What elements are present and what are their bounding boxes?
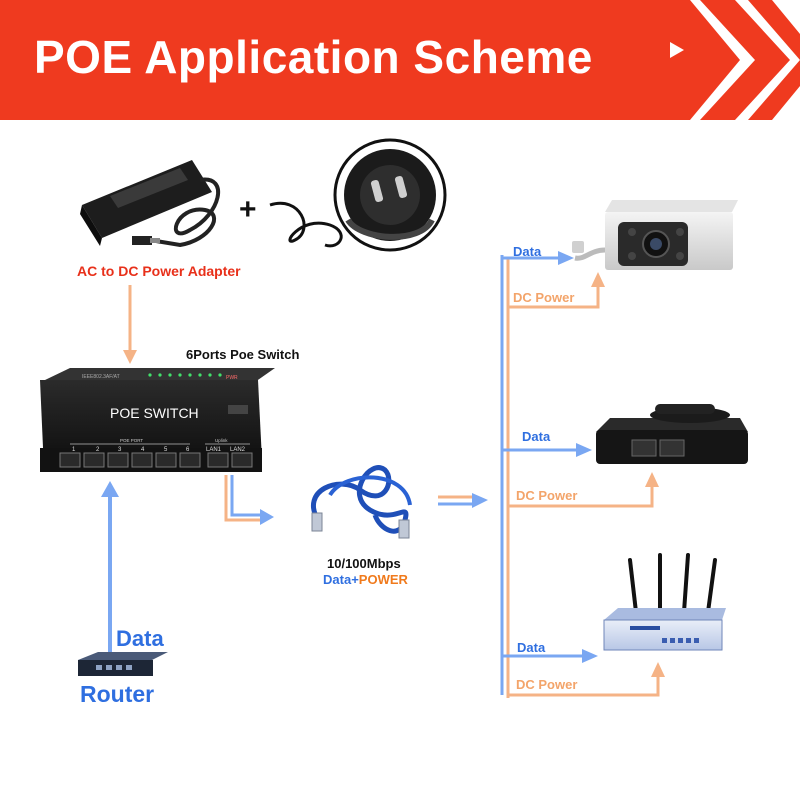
power-adapter-image	[80, 160, 220, 248]
camera-power-label: DC Power	[513, 290, 575, 305]
router-data-label: Data	[116, 626, 164, 651]
page-title: POE Application Scheme	[34, 31, 593, 83]
header-banner: POE Application Scheme	[0, 0, 800, 120]
switch-uplink-text: Uplink	[215, 438, 228, 443]
plus-sign: +	[239, 193, 257, 226]
wireless-ap-image	[603, 553, 726, 651]
switch-port-number: 2	[96, 447, 100, 453]
switch-port-number: 6	[186, 447, 190, 453]
cable-power-word: POWER	[358, 572, 408, 587]
camera-branch-arrows	[502, 251, 605, 309]
switch-to-cable-arrow	[224, 475, 274, 525]
switch-lan-label: LAN1	[206, 447, 222, 453]
ap-branch-arrows	[502, 649, 665, 697]
cable-plus-word: +	[351, 572, 359, 587]
router-to-switch-arrow	[101, 481, 119, 655]
switch-port-number: 4	[141, 447, 145, 453]
switch-model-text: IEEE802.3AF/AT	[82, 374, 120, 380]
camera-data-label: Data	[513, 244, 542, 259]
phone-data-label: Data	[522, 429, 551, 444]
cable-data-power-label: Data+POWER	[323, 572, 408, 587]
power-cord-image	[269, 138, 447, 252]
switch-lan-label: LAN2	[230, 447, 246, 453]
ap-data-label: Data	[517, 640, 546, 655]
phone-power-label: DC Power	[516, 488, 578, 503]
adapter-label: AC to DC Power Adapter	[77, 263, 241, 279]
cable-to-trunk-arrow	[438, 493, 488, 508]
ip-phone-image	[596, 404, 748, 464]
ip-camera-image	[572, 200, 738, 270]
network-cable-image	[310, 465, 412, 539]
phone-branch-arrows	[502, 443, 659, 508]
header-banner-shape	[0, 0, 800, 120]
switch-caption: 6Ports Poe Switch	[186, 347, 300, 362]
switch-port-number: 3	[118, 447, 122, 453]
distribution-trunk	[500, 255, 510, 698]
ap-power-label: DC Power	[516, 677, 578, 692]
poe-switch-image	[40, 368, 275, 472]
router-image	[78, 652, 168, 676]
switch-pwr-text: PWR	[226, 375, 238, 381]
switch-face-text: POE SWITCH	[110, 405, 199, 421]
switch-port-group-text: POE PORT	[120, 438, 143, 443]
switch-port-number: 1	[72, 447, 76, 453]
router-label: Router	[80, 681, 155, 707]
cable-data-word: Data	[323, 572, 352, 587]
switch-port-number: 5	[164, 447, 168, 453]
adapter-to-switch-arrow	[123, 285, 137, 364]
cable-speed-label: 10/100Mbps	[327, 556, 401, 571]
